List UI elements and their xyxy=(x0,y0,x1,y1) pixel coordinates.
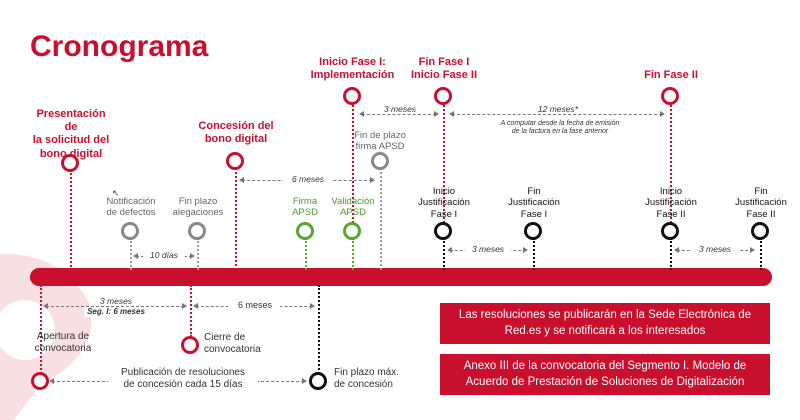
background-logo-shape xyxy=(0,253,92,420)
connector-concesion xyxy=(235,168,237,270)
connector-inicio-fase1 xyxy=(352,102,354,270)
label-concesion: Concesión del bono digital xyxy=(198,120,274,146)
label-firma: Firma APSD xyxy=(292,196,318,219)
duration-12meses: 12 meses* xyxy=(520,104,596,115)
info-box-resoluciones: Las resoluciones se publicarán en la Sed… xyxy=(440,303,770,345)
label-inicio-just2: Inicio Justificación Fase II xyxy=(645,186,697,220)
connector-fin-fase2 xyxy=(670,102,672,270)
label-cierre: Cierre de convocatoria xyxy=(204,332,261,355)
connector-inicio-just1 xyxy=(443,238,445,270)
label-presentacion: Presentación de la solicitud del bono di… xyxy=(32,108,110,160)
label-inicio-just1: Inicio Justificación Fase I xyxy=(418,186,470,220)
milestone-presentacion xyxy=(61,154,79,172)
arrow-right xyxy=(370,177,375,183)
milestone-validacion xyxy=(343,222,361,240)
duration-seg1: Seg. I: 6 meses xyxy=(84,307,148,317)
milestone-firma xyxy=(296,222,314,240)
connector-cierre xyxy=(190,285,192,337)
label-fin-just1: Fin Justificación Fase I xyxy=(508,186,560,220)
duration-12meses-note: A computar desde la fecha de emisión de … xyxy=(500,120,620,136)
duration-3meses-top: 3 meses xyxy=(370,104,430,115)
duration-3meses-bottom: 3 meses xyxy=(90,296,142,307)
label-fin-fase2: Fin Fase II xyxy=(644,69,698,81)
arrow-left xyxy=(49,378,54,384)
cursor-icon: ↖ xyxy=(112,188,120,198)
duration-line-3meses-top xyxy=(362,114,436,115)
connector-fin-just1 xyxy=(533,238,535,270)
arrow-left xyxy=(43,303,48,309)
page-title: Cronograma xyxy=(30,30,209,63)
label-fin-firma: Fin de plazo firma APSD xyxy=(354,130,406,153)
milestone-fin-fase1 xyxy=(434,87,452,105)
label-fin-maximo: Fin plazo máx. de concesión xyxy=(334,367,400,390)
milestone-fin-maximo xyxy=(309,372,327,390)
arrow-left xyxy=(133,253,138,259)
label-fin-alegaciones: Fin plazo alegaciones xyxy=(172,196,224,219)
timeline-bar xyxy=(30,268,772,286)
milestone-alegaciones xyxy=(188,222,206,240)
duration-line-12meses xyxy=(452,114,662,115)
milestone-concesion xyxy=(226,152,244,170)
connector-alegaciones xyxy=(197,238,199,270)
arrow-left xyxy=(359,111,364,117)
label-validacion: Validación APSD xyxy=(331,196,375,219)
connector-presentacion xyxy=(70,170,72,270)
arrow-right xyxy=(302,378,307,384)
duration-line-3meses-bottom xyxy=(46,306,184,307)
milestone-notificacion xyxy=(121,222,139,240)
arrow-left xyxy=(449,111,454,117)
info-box-anexo: Anexo III de la convocatoria del Segment… xyxy=(440,354,770,396)
connector-apertura xyxy=(40,285,42,377)
milestone-fin-fase2 xyxy=(661,87,679,105)
arrow-right xyxy=(190,253,195,259)
duration-6meses-top: 6 meses xyxy=(283,174,333,185)
milestone-inicio-fase1 xyxy=(343,87,361,105)
arrow-left xyxy=(674,247,679,253)
arrow-right xyxy=(310,303,315,309)
duration-10dias: 10 días xyxy=(143,250,185,261)
label-fin-fase1: Fin Fase I Inicio Fase II xyxy=(410,56,478,82)
duration-6meses-bottom: 6 meses xyxy=(230,300,280,311)
connector-fin-fase1 xyxy=(443,102,445,270)
arrow-left xyxy=(193,303,198,309)
arrow-right xyxy=(434,111,439,117)
arrow-left xyxy=(447,247,452,253)
arrow-right xyxy=(182,303,187,309)
milestone-apertura xyxy=(31,372,49,390)
arrow-right xyxy=(660,111,665,117)
milestone-cierre xyxy=(181,336,199,354)
connector-fin-just2 xyxy=(760,238,762,270)
milestone-fin-firma xyxy=(371,152,389,170)
connector-fin-maximo xyxy=(318,285,320,377)
arrow-left xyxy=(239,177,244,183)
connector-firma-plazo xyxy=(380,168,382,270)
duration-publicacion: Publicación de resoluciones de concesión… xyxy=(108,367,258,391)
connector-notificacion xyxy=(130,238,132,270)
arrow-right xyxy=(523,247,528,253)
arrow-right xyxy=(750,247,755,253)
label-apertura: Apertura de convocatoria xyxy=(34,331,92,354)
label-fin-just2: Fin Justificación Fase II xyxy=(735,186,787,220)
duration-3meses-just1: 3 meses xyxy=(465,244,511,255)
label-notificacion: Notificación de defectos xyxy=(106,196,156,219)
connector-validacion xyxy=(352,238,354,270)
duration-3meses-just2: 3 meses xyxy=(692,244,738,255)
milestone-inicio-just1 xyxy=(434,222,452,240)
label-inicio-fase1: Inicio Fase I: Implementación xyxy=(310,56,395,82)
milestone-fin-just1 xyxy=(524,222,542,240)
milestone-fin-just2 xyxy=(751,222,769,240)
connector-inicio-just2 xyxy=(670,238,672,270)
milestone-inicio-just2 xyxy=(661,222,679,240)
connector-firma xyxy=(305,238,307,270)
